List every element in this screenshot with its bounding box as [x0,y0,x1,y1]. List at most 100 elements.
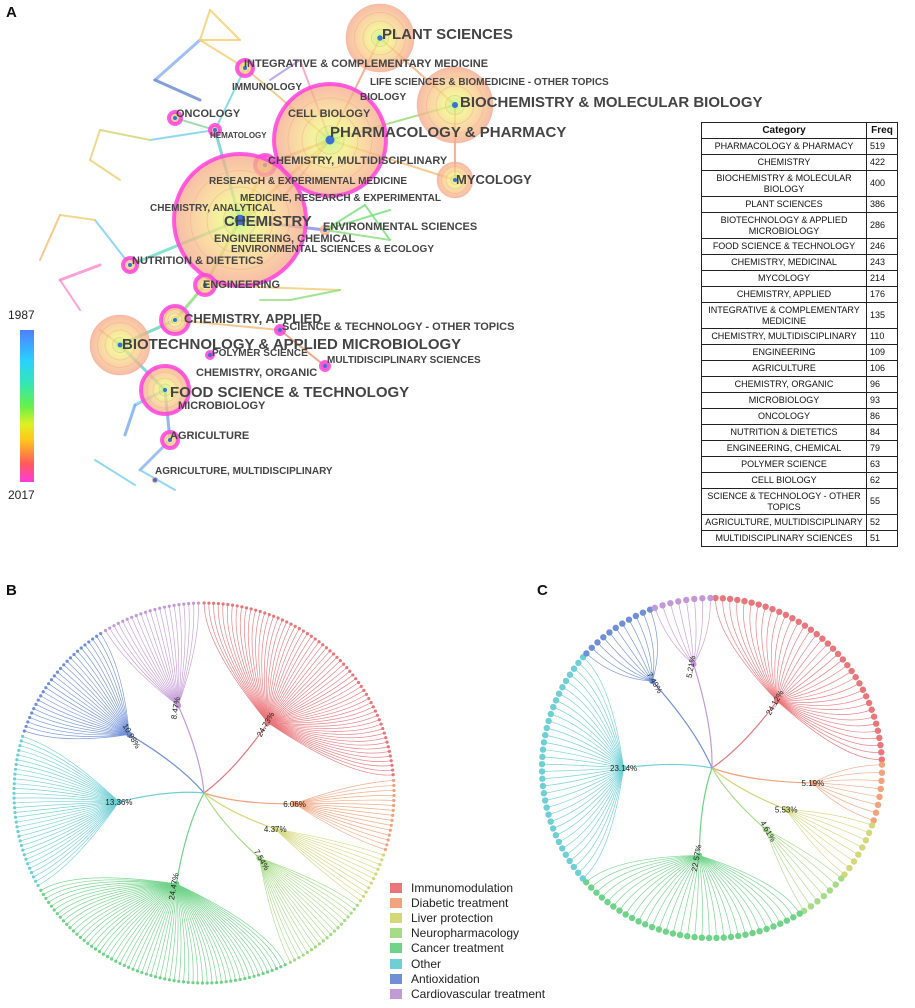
table-cell-category: BIOCHEMISTRY & MOLECULAR BIOLOGY [701,170,867,197]
leaf-branch [542,767,624,772]
leaf-branch [18,801,120,837]
leaf-branch [786,809,867,841]
leaf-dot [726,595,734,603]
leaf-dot [177,979,181,983]
panel-letter-a: A [6,4,17,21]
leaf-branch [543,767,624,794]
leaf-dot [770,923,777,930]
leaf-branch [84,644,130,735]
leaf-dot [655,926,663,933]
leaf-dot [13,767,18,771]
legend-item: Antioxidation [390,971,545,986]
leaf-branch [173,605,180,706]
leaf-branch [244,607,269,723]
legend-label: Cardiovascular treatment [411,986,546,1001]
leaf-branch [115,883,177,962]
network-edge [364,204,391,241]
leaf-branch [562,767,624,849]
leaf-branch [776,638,823,702]
leaf-branch [100,633,130,735]
leaf-dot [186,980,190,984]
leaf-branch [19,745,120,803]
leaf-dot [542,731,549,739]
leaf-branch [177,603,190,706]
leaf-branch [154,609,179,706]
table-cell-freq: 86 [866,408,898,425]
leaf-branch [231,605,269,723]
leaf-branch [267,719,380,729]
percent-label: 10.98% [121,722,142,750]
leaf-branch [677,601,694,665]
leaf-dot [651,604,659,612]
leaf-branch [73,654,130,735]
branch-trunk [711,767,767,830]
leaf-dot [872,720,880,727]
leaf-branch [294,803,390,836]
percent-label: 7.49% [645,671,664,695]
table-cell-freq: 79 [866,440,898,457]
leaf-branch [126,619,179,706]
leaf-branch [698,855,732,937]
leaf-branch [649,609,658,682]
leaf-branch [48,882,177,903]
leaf-branch [73,883,177,932]
year-gradient-bar [20,330,34,482]
leaf-branch [168,606,179,706]
leaf-branch [777,676,856,702]
leaf-branch [40,877,177,891]
network-edge [59,279,81,311]
leaf-branch [294,803,389,841]
panel-letter-c: C [537,582,548,599]
node-label-agriculture: AGRICULTURE [170,430,250,442]
leaf-branch [776,700,877,727]
leaf-dot [12,801,16,805]
leaf-branch [812,779,882,784]
leaf-branch [27,721,130,736]
leaf-dot [230,603,235,607]
leaf-dot [21,848,25,852]
leaf-branch [18,750,120,803]
leaf-branch [235,605,269,723]
leaf-dot [177,603,181,607]
network-edge [59,214,96,221]
leaf-branch [812,782,881,790]
table-cell-category: SCIENCE & TECHNOLOGY - OTHER TOPICS [701,488,867,515]
network-edge [99,129,151,141]
legend-label: Immunomodulation [411,880,514,895]
leaf-branch [546,767,624,808]
table-cell-freq: 52 [866,514,898,531]
leaf-branch [150,883,177,976]
leaf-dot [877,785,884,793]
leaf-dot [552,832,560,839]
leaf-dot [741,597,748,605]
table-cell-category: MYCOLOGY [701,270,867,287]
leaf-dot [12,786,16,791]
leaf-branch [294,803,394,806]
leaf-branch [546,727,624,769]
leaf-dot [148,609,152,613]
network-edge [153,38,202,82]
legend-label: Liver protection [411,910,494,925]
leaf-branch [177,604,186,706]
leaf-dot [712,594,719,602]
leaf-branch [137,883,177,972]
leaf-branch [699,855,800,914]
leaf-branch [267,623,292,723]
network-edge [123,403,137,437]
leaf-branch [765,829,812,907]
leaf-branch [597,642,653,682]
leaf-dot [547,818,554,825]
leaf-dot [14,762,18,767]
leaf-branch [57,671,130,735]
legend-item: Liver protection [390,910,545,925]
leaf-branch [558,693,624,769]
leaf-dot [276,616,280,620]
leaf-branch [70,657,130,735]
leaf-branch [176,883,255,977]
leaf-branch [631,855,700,919]
leaf-branch [20,801,120,842]
